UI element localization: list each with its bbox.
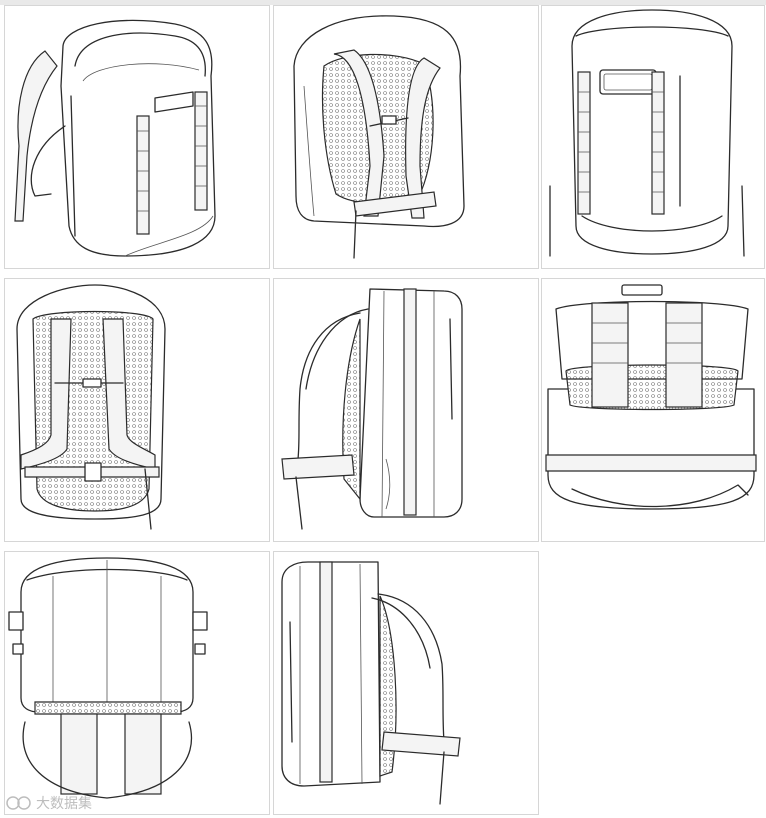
left-side-view: [273, 551, 539, 815]
three-quarter-back-view: [273, 5, 539, 269]
top-scroll-bar: [0, 0, 766, 5]
right-side-view: [273, 278, 539, 542]
bottom-view: [4, 551, 270, 815]
watermark: 大数据集: [6, 794, 92, 812]
three-quarter-front-view: [4, 5, 270, 269]
watermark-text: 大数据集: [36, 796, 92, 812]
watermark-logo-icon: [6, 796, 31, 810]
back-view: [4, 278, 270, 542]
top-view: [541, 278, 765, 542]
front-view: [541, 5, 765, 269]
